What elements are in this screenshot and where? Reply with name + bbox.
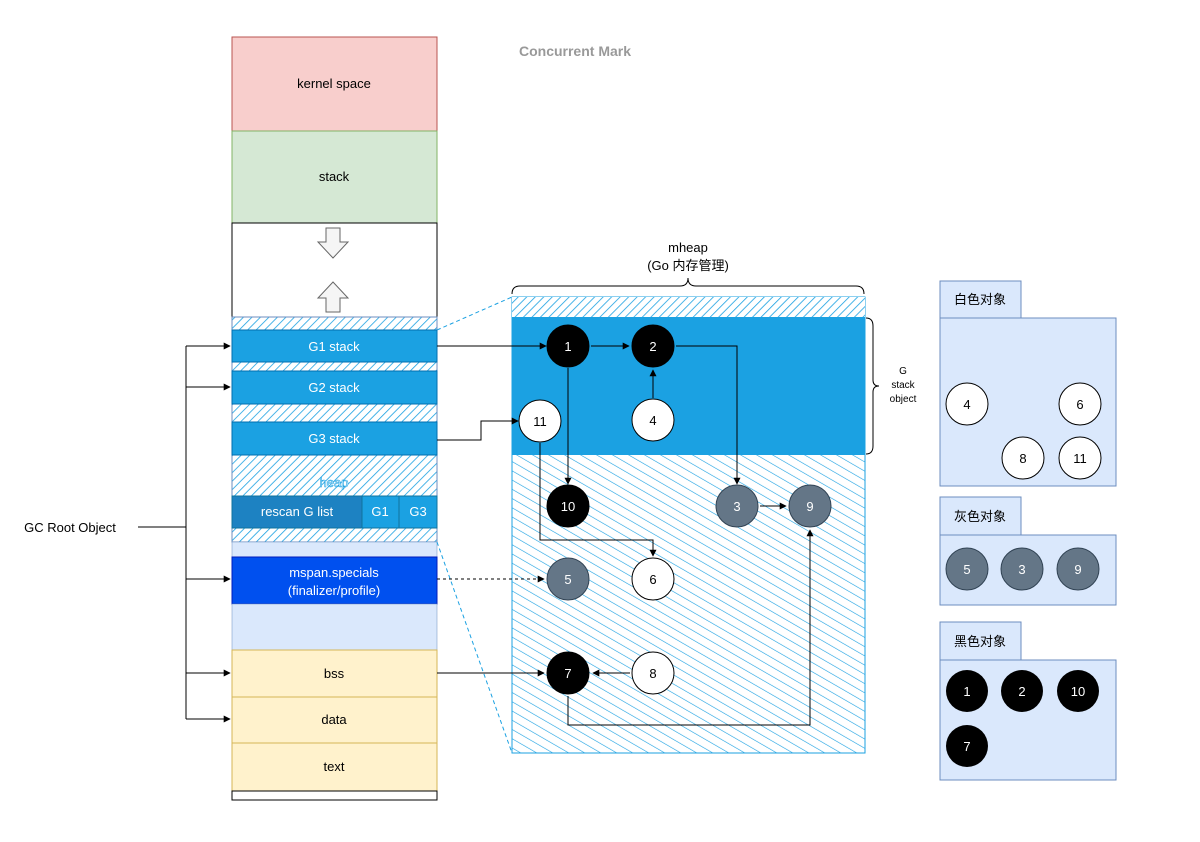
mspan-specials-sublabel: (finalizer/profile) <box>288 583 380 598</box>
g2-stack-label: G2 stack <box>308 380 360 395</box>
svg-text:10: 10 <box>561 499 575 514</box>
node-11: 11 <box>518 399 562 443</box>
zoom-line-bottom <box>436 541 513 754</box>
g-stack-object-label-2: stack <box>891 380 915 391</box>
svg-text:6: 6 <box>649 572 656 587</box>
svg-text:7: 7 <box>564 666 571 681</box>
rescan-g-list-label: rescan G list <box>261 504 334 519</box>
legend-white-title: 白色对象 <box>954 292 1006 307</box>
up-arrow-icon <box>316 281 350 313</box>
kernel-space-block <box>231 36 438 132</box>
text-label: text <box>324 759 345 774</box>
object-edges <box>437 342 814 726</box>
node-7: 7 <box>546 651 590 695</box>
stack-label: stack <box>319 169 350 184</box>
legend-black-title: 黑色对象 <box>954 634 1006 649</box>
rescan-g3-label: G3 <box>409 504 426 519</box>
edge-7-to-9 <box>567 529 814 726</box>
svg-text:10: 10 <box>1071 684 1085 699</box>
svg-text:11: 11 <box>1073 451 1087 466</box>
svg-text:4: 4 <box>963 397 970 412</box>
bottom-block <box>231 790 438 801</box>
gc-root-label: GC Root Object <box>24 520 116 535</box>
node-8: 8 <box>631 651 675 695</box>
kernel-space-label: kernel space <box>297 76 371 91</box>
stack-block <box>231 130 438 224</box>
down-arrow-icon <box>316 227 350 259</box>
edge-2-to-3 <box>676 345 741 485</box>
bss-label: bss <box>324 666 345 681</box>
node-5: 5 <box>546 557 590 601</box>
mheap-top-hatch <box>512 297 865 317</box>
mspan-specials-block <box>231 556 438 605</box>
mheap-title: mheap <box>668 240 708 255</box>
svg-text:5: 5 <box>564 572 571 587</box>
node-9: 9 <box>788 484 832 528</box>
svg-text:5: 5 <box>963 562 970 577</box>
svg-text:6: 6 <box>1076 397 1083 412</box>
rescan-g3-cell <box>398 495 438 529</box>
legend-gray: 灰色对象 5 3 9 <box>939 496 1117 606</box>
g1-stack-block <box>231 329 438 363</box>
edge-11-to-6 <box>539 443 657 557</box>
svg-text:1: 1 <box>963 684 970 699</box>
g-stack-object-label-1: G <box>899 366 907 377</box>
svg-text:8: 8 <box>1019 451 1026 466</box>
legend-white: 白色对象 4 6 8 11 <box>939 280 1117 487</box>
g-stack-object-label-3: object <box>890 394 917 405</box>
object-nodes: 1 2 4 11 10 3 9 5 6 7 8 <box>518 324 832 695</box>
mheap-brace <box>511 277 865 295</box>
mspan-specials-label: mspan.specials <box>289 565 379 580</box>
heap-label: heap <box>320 475 349 490</box>
data-block <box>231 696 438 744</box>
zoom-line-top <box>436 296 513 331</box>
g1-stack-label: G1 stack <box>308 339 360 354</box>
memory-column: kernel space stack G1 stack G2 stack G3 … <box>231 36 438 801</box>
svg-text:8: 8 <box>649 666 656 681</box>
heap-free-block <box>231 541 438 558</box>
node-10: 10 <box>546 484 590 528</box>
bss-block <box>231 649 438 698</box>
svg-text:4: 4 <box>649 413 656 428</box>
svg-text:7: 7 <box>963 739 970 754</box>
svg-text:2: 2 <box>649 339 656 354</box>
g3-stack-block <box>231 421 438 456</box>
svg-text:1: 1 <box>564 339 571 354</box>
data-label: data <box>321 712 347 727</box>
legend-black: 黑色对象 1 2 10 7 <box>939 621 1117 781</box>
g3-stack-label: G3 stack <box>308 431 360 446</box>
edge-g3-to-11 <box>437 417 519 441</box>
node-1: 1 <box>546 324 590 368</box>
svg-text:9: 9 <box>806 499 813 514</box>
node-6: 6 <box>631 557 675 601</box>
svg-text:2: 2 <box>1018 684 1025 699</box>
diagram-title: Concurrent Mark <box>519 43 631 59</box>
text-block <box>231 742 438 792</box>
gc-root-connectors <box>138 342 231 723</box>
svg-text:11: 11 <box>533 414 547 429</box>
svg-text:9: 9 <box>1074 562 1081 577</box>
legend-gray-title: 灰色对象 <box>954 509 1006 524</box>
mheap-subtitle: (Go 内存管理) <box>647 258 729 273</box>
svg-text:3: 3 <box>1018 562 1025 577</box>
svg-text:3: 3 <box>733 499 740 514</box>
g2-stack-block <box>231 370 438 405</box>
rescan-g1-label: G1 <box>371 504 388 519</box>
node-3: 3 <box>715 484 759 528</box>
node-4: 4 <box>631 398 675 442</box>
g-stack-object-brace <box>865 317 880 455</box>
heap-free-block-2 <box>231 603 438 651</box>
node-2: 2 <box>631 324 675 368</box>
